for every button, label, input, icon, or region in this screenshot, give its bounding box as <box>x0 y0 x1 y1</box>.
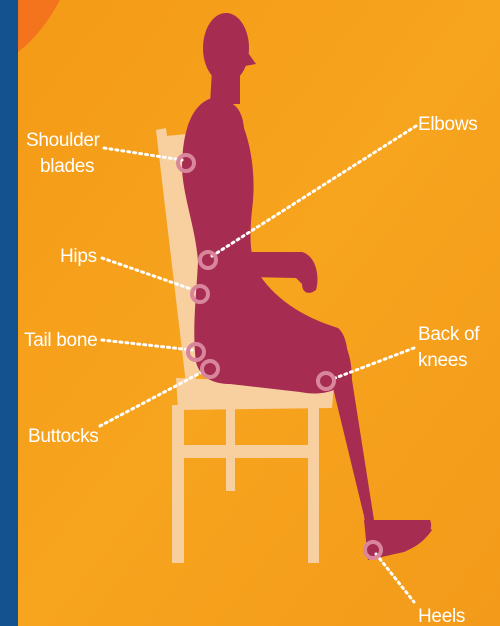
chair-front-left-leg <box>172 405 184 563</box>
label-back-of-knees-line2: knees <box>418 350 467 371</box>
label-buttocks: Buttocks <box>28 426 98 447</box>
label-elbows: Elbows <box>418 114 477 135</box>
label-back-of-knees-line1: Back of <box>418 324 480 345</box>
label-shoulder-blades-line2: blades <box>40 156 94 177</box>
label-shoulder-blades-line1: Shoulder <box>26 130 101 151</box>
label-hips: Hips <box>60 246 97 267</box>
label-heels: Heels <box>418 606 465 626</box>
chair-crossbar <box>180 445 312 458</box>
label-tail-bone: Tail bone <box>24 330 97 351</box>
chair-front-right-leg <box>308 405 319 563</box>
left-frame-strip <box>0 0 18 626</box>
